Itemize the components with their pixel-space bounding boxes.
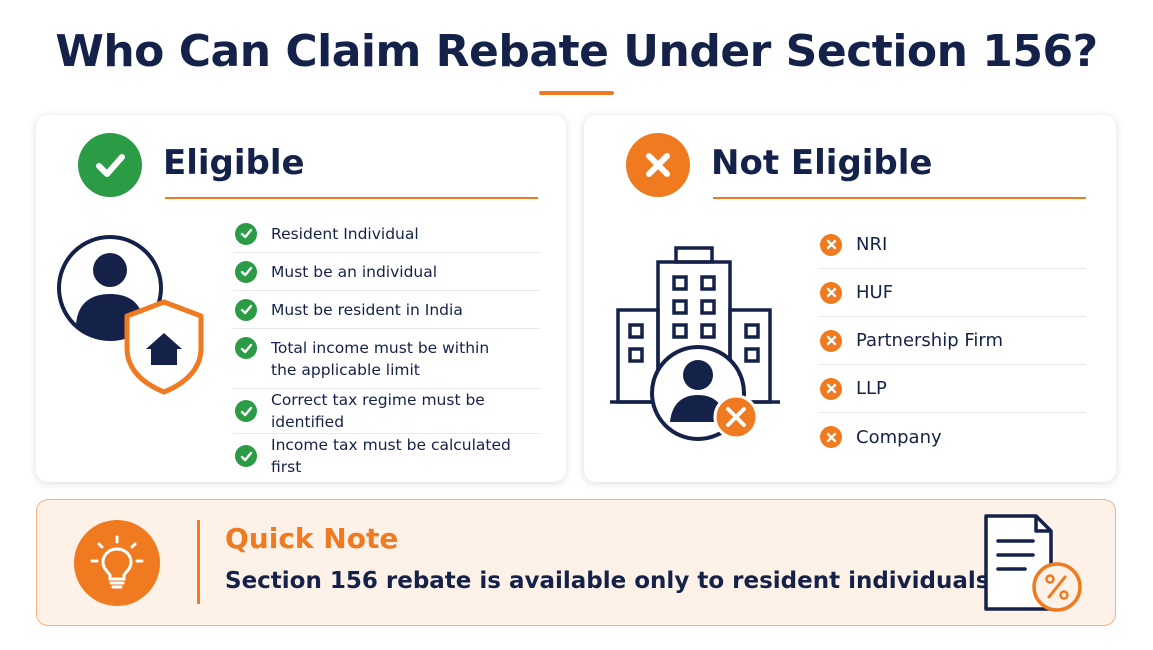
not-eligible-heading: Not Eligible <box>711 143 933 183</box>
not-eligible-list: NRI HUF Partnership Firm LLP Company <box>820 221 1086 461</box>
eligible-list: Resident Individual Must be an individua… <box>233 215 540 478</box>
check-icon <box>235 222 257 245</box>
home-shield-icon <box>124 299 204 395</box>
title-underline <box>539 91 614 95</box>
eligible-heading-underline <box>165 197 538 199</box>
list-item: Company <box>820 413 1086 461</box>
check-icon <box>235 400 257 422</box>
x-icon <box>820 233 842 256</box>
note-divider <box>197 520 200 604</box>
entity-illustration <box>608 245 788 449</box>
check-icon <box>235 260 257 283</box>
list-item: Correct tax regime must be identified <box>233 389 540 434</box>
list-item: NRI <box>820 221 1086 269</box>
x-icon <box>820 281 842 304</box>
lightbulb-icon <box>74 520 160 606</box>
list-item: Partnership Firm <box>820 317 1086 365</box>
check-icon <box>235 337 257 359</box>
not-eligible-heading-underline <box>713 197 1086 199</box>
quick-note-title: Quick Note <box>225 522 399 555</box>
check-icon <box>235 298 257 321</box>
check-icon <box>235 445 257 467</box>
page-title: Who Can Claim Rebate Under Section 156? <box>55 26 1098 77</box>
x-icon <box>820 377 842 400</box>
quick-note-banner: Quick Note Section 156 rebate is availab… <box>36 499 1116 626</box>
check-circle-icon <box>78 133 142 197</box>
list-item: LLP <box>820 365 1086 413</box>
list-item: Income tax must be calculated first <box>233 434 540 478</box>
list-item: HUF <box>820 269 1086 317</box>
tax-document-icon <box>981 513 1086 619</box>
quick-note-text: Section 156 rebate is available only to … <box>225 568 999 594</box>
resident-user-illustration <box>54 232 209 401</box>
x-circle-icon <box>626 133 690 197</box>
x-icon <box>820 426 842 448</box>
list-item: Must be resident in India <box>233 291 540 329</box>
eligible-heading: Eligible <box>163 143 305 183</box>
x-icon <box>820 329 842 352</box>
list-item: Total income must be within the applicab… <box>233 329 540 389</box>
x-circle-icon <box>713 394 759 440</box>
list-item: Must be an individual <box>233 253 540 291</box>
not-eligible-card: Not Eligible <box>584 115 1116 482</box>
eligible-card: Eligible Resident Individual Must be an … <box>36 115 566 482</box>
list-item: Resident Individual <box>233 215 540 253</box>
